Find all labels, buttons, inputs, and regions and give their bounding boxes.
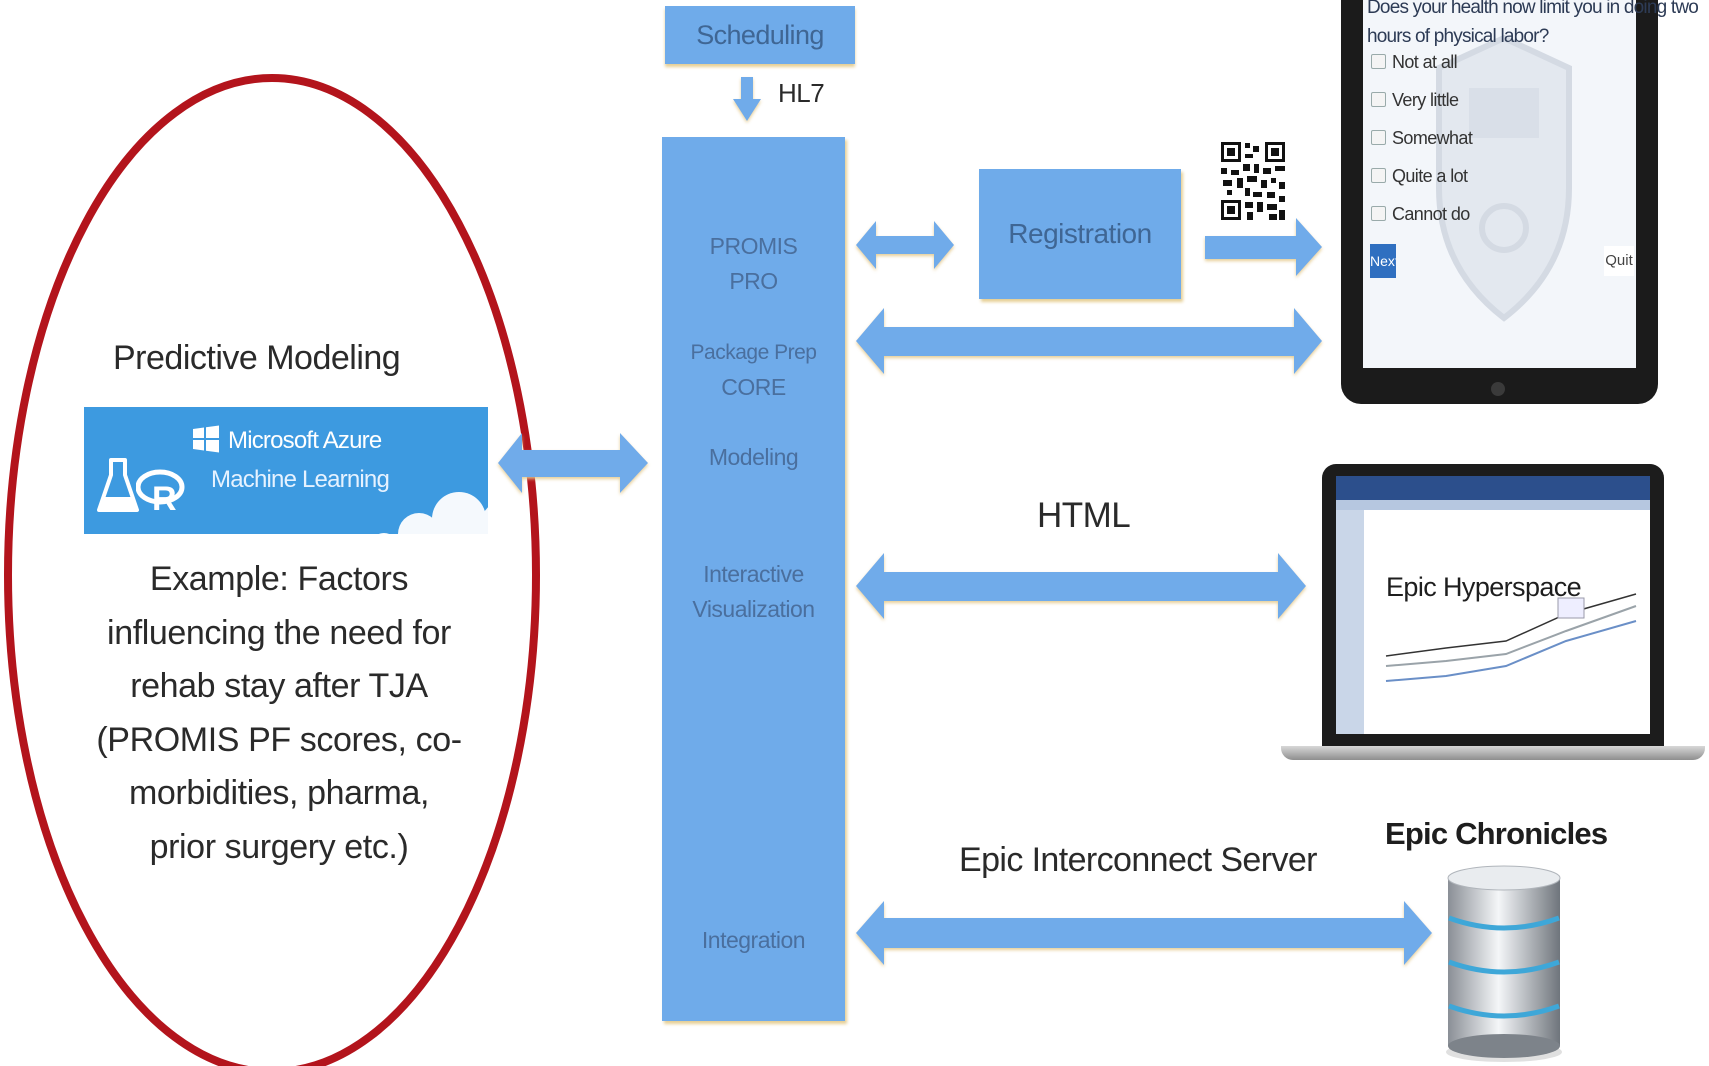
tablet-option[interactable]: Somewhat (1371, 128, 1473, 149)
example-line: influencing the need for (107, 613, 451, 652)
hub-integration-label: Integration (701, 927, 806, 953)
qr-code-icon (1219, 140, 1287, 222)
epic-hyperspace-label: Epic Hyperspace (1386, 572, 1582, 602)
example-line: Example: Factors (149, 560, 409, 598)
checkbox-icon[interactable] (1371, 130, 1386, 145)
azure-ml-banner: Microsoft Azure Machine Learning R (84, 407, 488, 534)
epic-line-chart (1385, 593, 1637, 682)
html-label: HTML (1037, 496, 1131, 535)
tablet-option[interactable]: Cannot do (1371, 204, 1470, 225)
home-button-icon[interactable] (1491, 382, 1505, 396)
r-logo-icon: R (136, 469, 185, 513)
registration-tablet-arrow (1205, 218, 1322, 276)
registration-box: Registration (979, 169, 1181, 299)
cloud-graphic (378, 492, 488, 534)
predictive-ellipse (4, 74, 540, 1066)
watermark-shield-icon (1436, 34, 1572, 322)
checkbox-icon[interactable] (1371, 54, 1386, 69)
interconnect-arrow (856, 901, 1432, 965)
database-icon (1446, 865, 1562, 1062)
example-line: morbidities, pharma, (128, 774, 429, 812)
tablet-quit-button[interactable]: Quit (1604, 246, 1634, 276)
azure-subtitle: Machine Learning (211, 466, 390, 493)
checkbox-icon[interactable] (1371, 206, 1386, 221)
example-line: (PROMIS PF scores, co- (96, 720, 462, 759)
laptop-device: Epic Hyperspace (1322, 464, 1664, 746)
promis-registration-arrow (856, 221, 954, 269)
scheduling-box: Scheduling (665, 6, 855, 64)
interconnect-label: Epic Interconnect Server (959, 841, 1317, 879)
svg-text:R: R (152, 480, 177, 513)
windows-logo-icon (193, 425, 219, 453)
chronicles-label: Epic Chronicles (1385, 816, 1608, 851)
tablet-option[interactable]: Very little (1371, 90, 1459, 111)
package-tablet-arrow (856, 308, 1322, 374)
hub-column: PROMIS PRO Package Prep CORE Modeling In… (662, 137, 845, 1021)
checkbox-icon[interactable] (1371, 168, 1386, 183)
predictive-title: Predictive Modeling (113, 339, 401, 377)
flask-icon (97, 458, 139, 512)
hub-promis-label: PROMIS PRO (709, 233, 798, 294)
azure-hub-arrow (498, 433, 648, 493)
hl7-label: HL7 (778, 78, 825, 108)
epic-toolbar-secondary (1336, 500, 1650, 510)
laptop-base (1281, 746, 1705, 760)
tablet-screen (1363, 0, 1636, 368)
registration-label: Registration (1008, 218, 1152, 249)
checkbox-icon[interactable] (1371, 92, 1386, 107)
hl7-arrow (733, 77, 761, 121)
hub-package-label: Package Prep CORE (690, 341, 817, 400)
tablet-next-button[interactable]: Next (1370, 244, 1396, 278)
laptop-screen: Epic Hyperspace (1336, 476, 1650, 734)
hub-interactive-label: Interactive Visualization (692, 561, 815, 622)
example-line: prior surgery etc.) (149, 827, 409, 866)
html-laptop-arrow (856, 553, 1306, 619)
scheduling-label: Scheduling (696, 20, 824, 50)
tablet-device (1341, 0, 1658, 404)
azure-title: Microsoft Azure (228, 427, 382, 454)
epic-toolbar (1336, 476, 1650, 500)
example-line: rehab stay after TJA (130, 667, 428, 705)
tablet-option[interactable]: Quite a lot (1371, 166, 1468, 187)
epic-sidebar (1336, 510, 1364, 734)
tablet-option[interactable]: Not at all (1371, 52, 1458, 73)
tablet-question: Does your health now limit you in doing … (1367, 0, 1699, 47)
example-description: Example: Factors influencing the need fo… (84, 553, 474, 874)
hub-modeling-label: Modeling (708, 444, 799, 470)
